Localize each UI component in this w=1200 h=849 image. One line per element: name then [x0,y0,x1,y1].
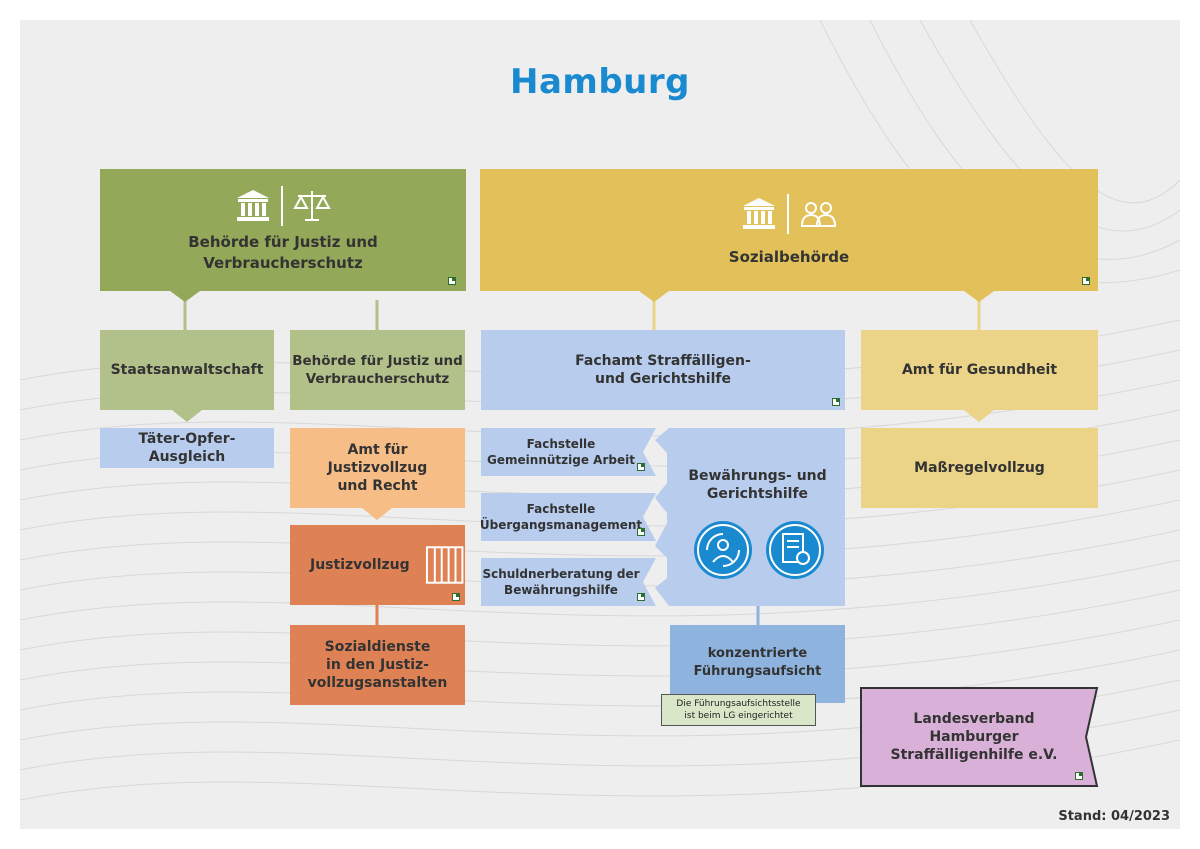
justice-header: Behörde für Justiz und Verbraucherschutz [100,169,466,291]
schuldner-box: Schuldnerberatung der Bewährungshilfe [481,558,645,606]
fachstelle-gem-label: Fachstelle Gemeinnützige Arbeit [487,437,635,467]
massregel-label: Maßregelvollzug [914,460,1045,476]
staatsanwaltschaft-label: Staatsanwaltschaft [110,362,264,378]
background-pattern [20,20,1180,801]
schuldner-external-link-icon[interactable] [637,593,645,601]
fuehrungsaufsicht-note: Die Führungsaufsichtsstelle ist beim LG … [661,694,816,726]
fachstelle-gem-shape [481,428,656,476]
fachstelle-gem-box: Fachstelle Gemeinnützige Arbeit [481,428,645,476]
fachamt-label: Fachamt Straffälligen- und Gerichtshilfe [575,353,751,387]
prison-cell-icon [425,546,464,584]
staatsanwaltschaft-shape [100,330,274,422]
scales-of-justice-icon [293,191,331,221]
court-document-icon [766,521,824,579]
social-external-link-icon[interactable] [1082,277,1090,285]
government-building-icon [237,190,269,221]
diagram-canvas [20,20,1180,829]
bewaehrung-label: Bewährungs- und Gerichtshilfe [688,468,827,502]
landesverband-external-link-icon[interactable] [1075,772,1083,780]
fachamt-box: Fachamt Straffälligen- und Gerichtshilfe [481,330,845,410]
justice-header-label: Behörde für Justiz und Verbraucherschutz [188,233,378,272]
fachstelle-ueb-label: Fachstelle Übergangsmanagement [479,502,643,532]
sozialdienste-box: Sozialdienste in den Justiz- vollzugsans… [290,625,465,705]
amt-justiz-label: Amt für Justizvollzug und Recht [327,442,428,494]
gesundheit-shape [861,330,1098,422]
fuehrungsaufsicht-box: konzentrierte Führungsaufsicht [670,625,845,703]
schuldner-shape [481,558,656,606]
justice-external-link-icon[interactable] [448,277,456,285]
gesundheit-box: Amt für Gesundheit [861,330,1098,410]
landesverband-label: Landesverband Hamburger Straffälligenhil… [890,711,1058,763]
justice-header-box [100,169,466,302]
justizvollzug-box: Justizvollzug [290,525,465,605]
landesverband-box: Landesverband Hamburger Straffälligenhil… [861,688,1087,786]
justizvollzug-external-link-icon[interactable] [452,593,460,601]
massregel-box: Maßregelvollzug [861,428,1098,508]
stand-date: Stand: 04/2023 [1058,809,1170,824]
staatsanwaltschaft-box: Staatsanwaltschaft [100,330,274,410]
sozialdienste-label: Sozialdienste in den Justiz- vollzugsans… [307,639,448,691]
fachamt-external-link-icon[interactable] [832,398,840,406]
probation-support-icon [694,521,752,579]
government-building-icon [743,198,775,229]
landesverband-shape [860,687,1099,787]
behoerde-justiz-label: Behörde für Justiz und Verbraucherschutz [292,353,463,387]
fachstelle-ueb-box: Fachstelle Übergangsmanagement [479,493,645,541]
fuehrungsaufsicht-label: konzentrierte Führungsaufsicht [693,646,822,679]
schuldner-label: Schuldnerberatung der Bewährungshilfe [482,567,640,597]
toa-label: Täter-Opfer- Ausgleich [138,431,236,465]
bewaehrung-title: Bewährungs- und Gerichtshilfe [670,460,845,510]
bewaehrung-shape [655,428,845,606]
social-header: Sozialbehörde [480,169,1098,291]
people-icon [800,202,837,227]
amt-justiz-box: Amt für Justizvollzug und Recht [290,428,465,508]
toa-box: Täter-Opfer- Ausgleich [100,428,274,468]
behoerde-justiz-box: Behörde für Justiz und Verbraucherschutz [290,330,465,410]
amt-justiz-shape [290,428,465,520]
gesundheit-label: Amt für Gesundheit [901,362,1058,378]
justizvollzug-label: Justizvollzug [310,557,410,573]
fachstelle-ueb-shape [481,493,656,541]
social-header-label: Sozialbehörde [728,248,850,266]
fachstelle-gem-external-link-icon[interactable] [637,463,645,471]
social-header-box [480,169,1098,302]
page-title: Hamburg [510,62,690,102]
fachstelle-ueb-external-link-icon[interactable] [637,528,645,536]
